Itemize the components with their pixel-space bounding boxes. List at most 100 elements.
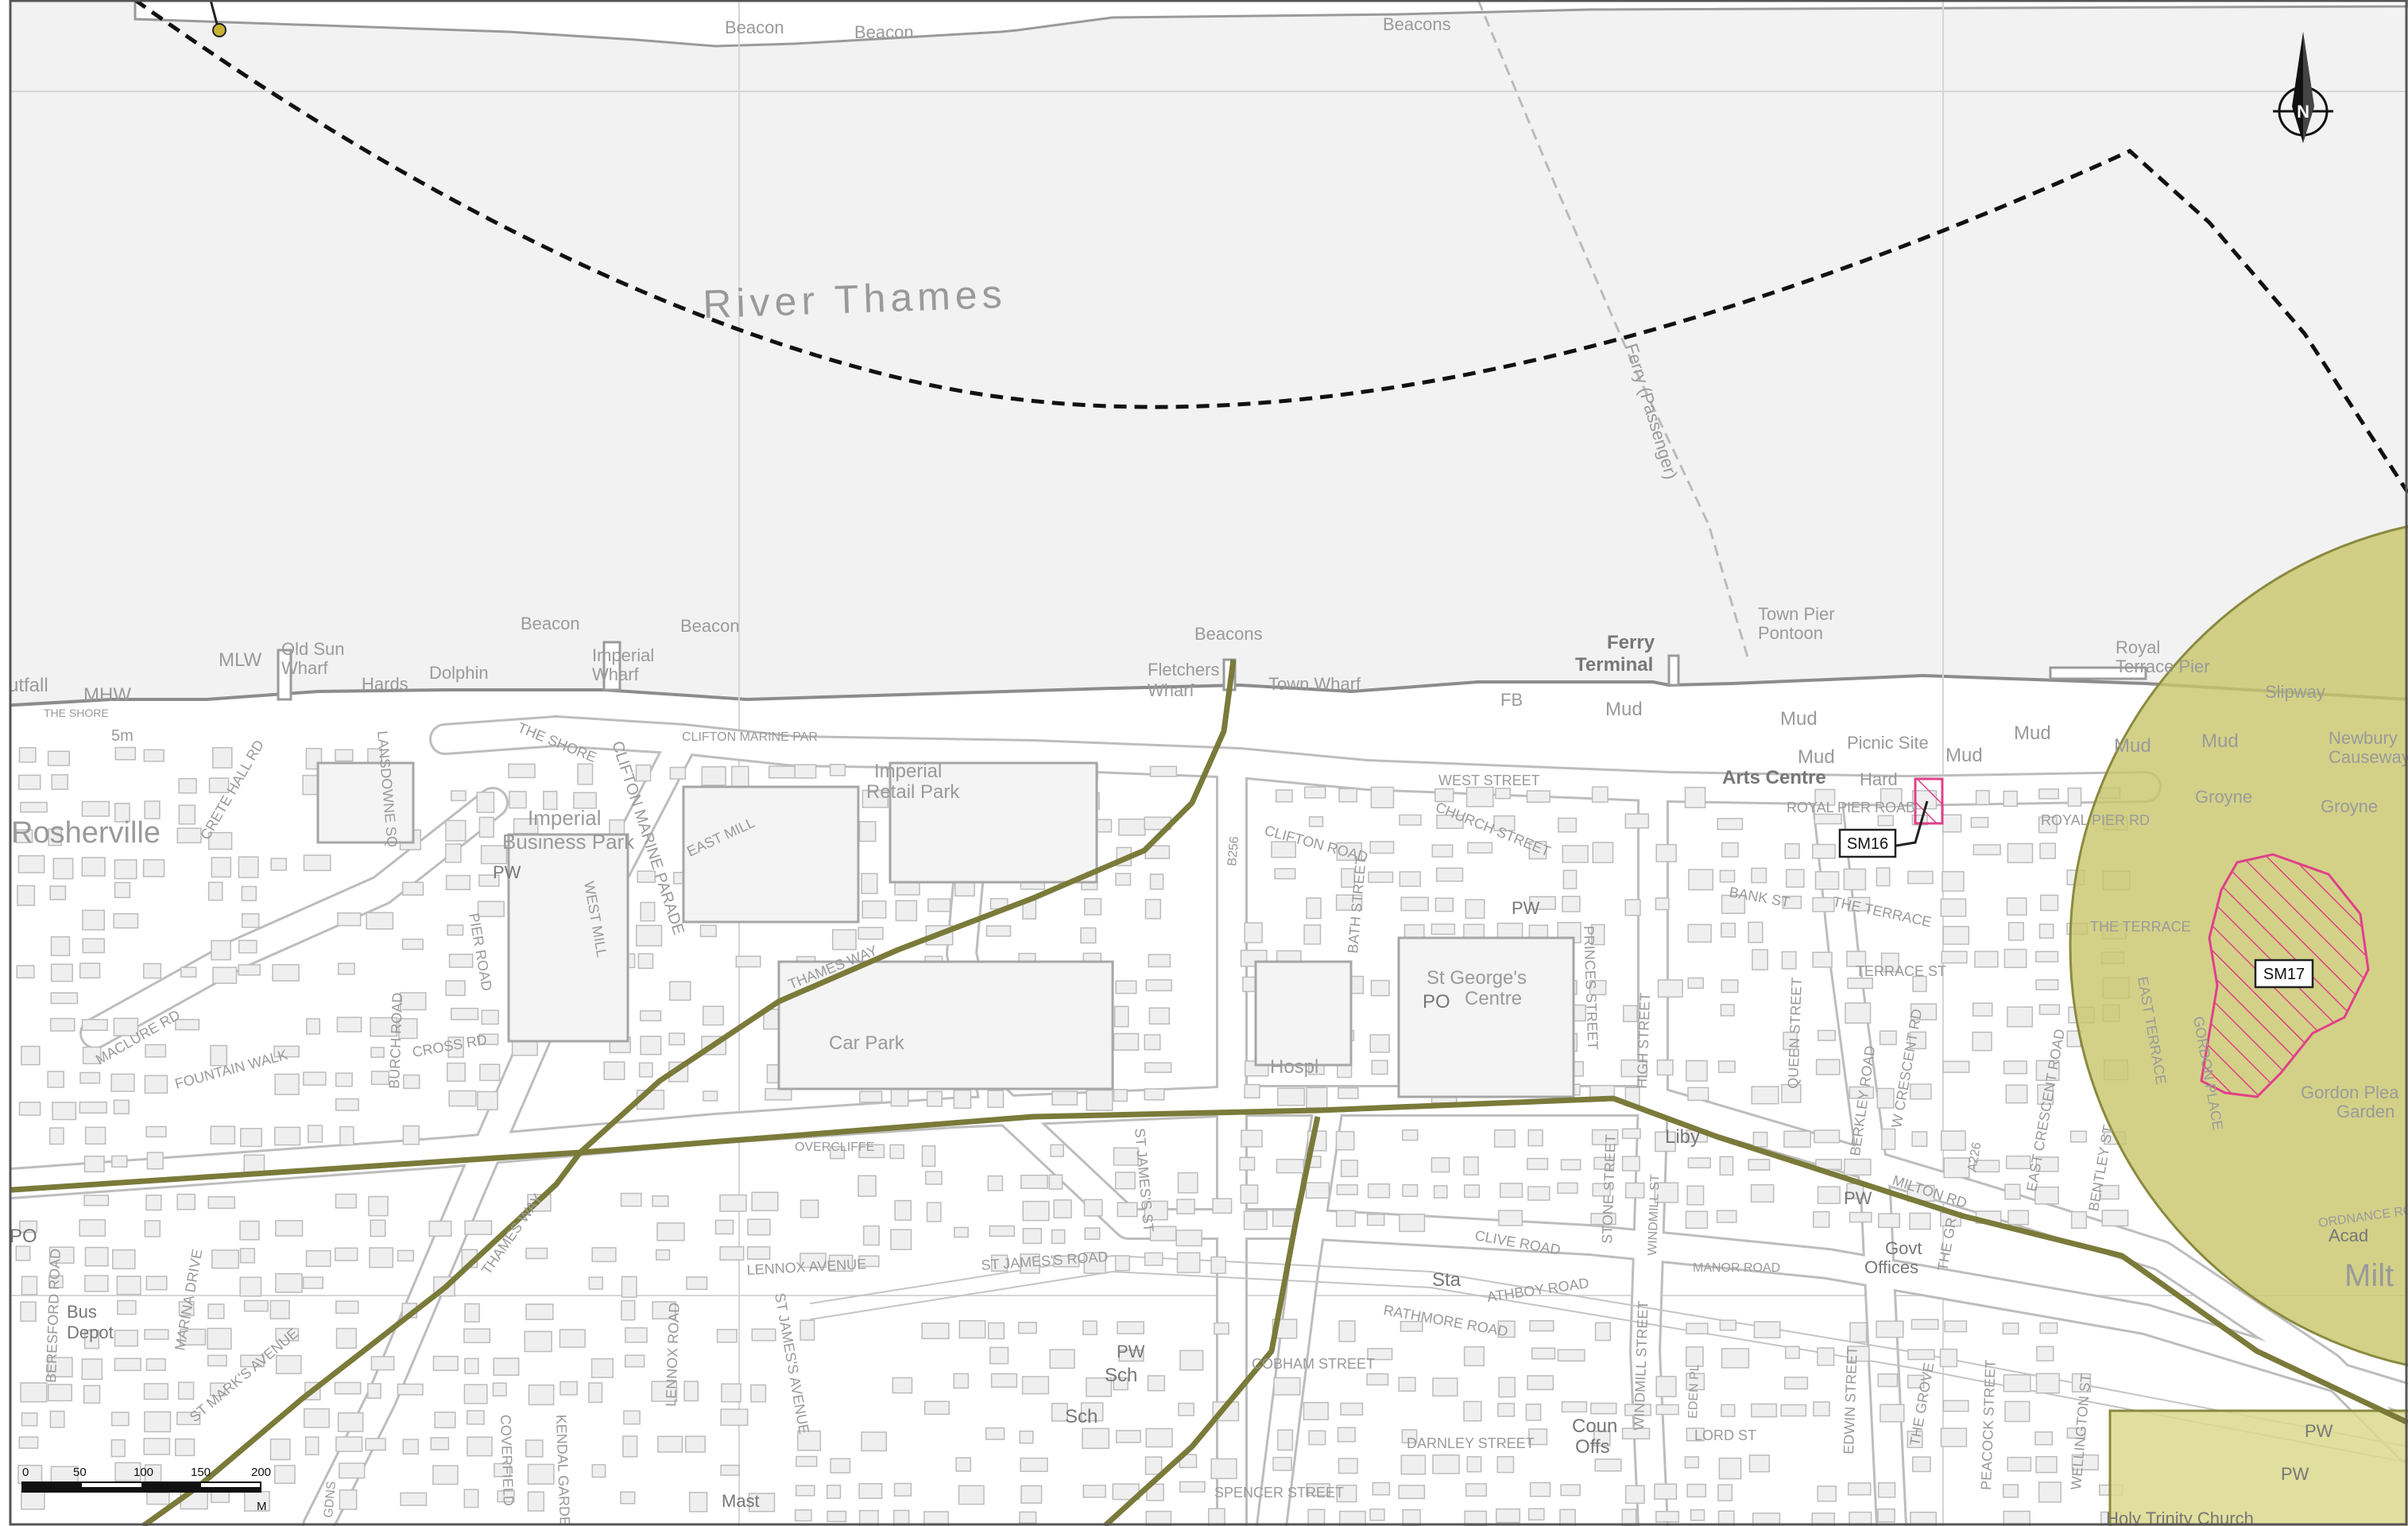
building bbox=[79, 962, 101, 979]
building bbox=[1179, 1350, 1204, 1371]
building bbox=[1210, 1458, 1237, 1480]
building bbox=[445, 980, 466, 997]
north-label: N bbox=[2297, 102, 2309, 122]
building bbox=[48, 1246, 75, 1264]
building bbox=[1525, 1403, 1542, 1421]
building bbox=[2004, 1183, 2021, 1200]
building bbox=[1115, 873, 1132, 886]
building bbox=[1341, 868, 1355, 888]
building bbox=[1657, 979, 1683, 998]
building bbox=[476, 792, 495, 813]
building bbox=[1690, 1509, 1705, 1521]
label-ferry-terminal-1: Ferry bbox=[1607, 632, 1655, 653]
building bbox=[1811, 1512, 1835, 1526]
building bbox=[858, 1144, 885, 1159]
building bbox=[1719, 1319, 1737, 1331]
building bbox=[335, 1247, 358, 1261]
scale-tick-150: 150 bbox=[191, 1466, 211, 1479]
building bbox=[1082, 1320, 1098, 1335]
building bbox=[1782, 895, 1802, 909]
sm16-callout-box bbox=[1838, 828, 1897, 858]
label-pw-3: PW bbox=[1844, 1188, 1872, 1208]
building bbox=[1687, 1157, 1711, 1169]
building bbox=[238, 856, 259, 878]
building bbox=[1019, 1511, 1037, 1524]
label-old-sun-2: Wharf bbox=[281, 658, 329, 678]
building bbox=[2071, 1373, 2091, 1392]
label-hard: Hard bbox=[1860, 769, 1898, 789]
building bbox=[18, 1102, 41, 1116]
building bbox=[1590, 924, 1605, 946]
building bbox=[1589, 979, 1607, 996]
building bbox=[1940, 1130, 1966, 1151]
building bbox=[83, 1195, 110, 1206]
label-irp-1: Imperial bbox=[874, 761, 942, 782]
building bbox=[858, 1175, 877, 1197]
label-kendal-gardens: KENDAL GARDENS bbox=[553, 1414, 574, 1526]
building bbox=[432, 1465, 459, 1485]
building bbox=[494, 1462, 511, 1478]
label-royal-terrace-pier-1: Royal bbox=[2116, 637, 2160, 657]
building bbox=[1144, 1088, 1165, 1101]
building bbox=[1114, 1255, 1130, 1272]
building bbox=[402, 1125, 420, 1145]
building bbox=[492, 1382, 507, 1396]
building bbox=[1814, 788, 1836, 806]
building bbox=[21, 1412, 38, 1427]
building bbox=[447, 1036, 464, 1058]
building bbox=[1752, 1131, 1768, 1148]
building bbox=[366, 912, 394, 930]
label-the-terrace-2: THE TERRACE bbox=[2090, 919, 2191, 935]
building bbox=[799, 1199, 819, 1218]
building bbox=[1463, 1400, 1482, 1422]
building bbox=[1084, 1227, 1101, 1240]
building bbox=[477, 1090, 498, 1110]
building bbox=[1117, 1321, 1144, 1334]
building bbox=[275, 1354, 302, 1375]
building bbox=[272, 964, 300, 982]
label-royal-pier-rd: ROYAL PIER RD bbox=[2041, 812, 2150, 828]
building bbox=[831, 929, 857, 951]
building bbox=[1877, 1373, 1899, 1388]
label-beacons-top: Beacons bbox=[1383, 14, 1451, 34]
building bbox=[1148, 1007, 1171, 1025]
building bbox=[1847, 897, 1871, 912]
building bbox=[1975, 789, 1990, 805]
building bbox=[799, 1253, 827, 1268]
sm17-callout-box bbox=[2254, 959, 2314, 989]
label-bus-depot-1: Bus bbox=[67, 1302, 97, 1322]
building bbox=[1369, 841, 1395, 854]
building bbox=[989, 1225, 1016, 1237]
building bbox=[1943, 1157, 1970, 1179]
building bbox=[269, 1299, 290, 1319]
building bbox=[447, 924, 464, 936]
building bbox=[890, 1229, 912, 1250]
label-po-1: PO bbox=[1423, 991, 1450, 1013]
building bbox=[1178, 1402, 1194, 1416]
label-fb: FB bbox=[1500, 690, 1523, 710]
building bbox=[1050, 1144, 1064, 1157]
building bbox=[1528, 841, 1547, 860]
building bbox=[1051, 1403, 1068, 1422]
label-lennox-road: LENNOX ROAD bbox=[663, 1302, 683, 1407]
building bbox=[2035, 1059, 2060, 1082]
building bbox=[48, 828, 62, 846]
building bbox=[889, 1144, 904, 1160]
building bbox=[1493, 815, 1516, 831]
building bbox=[1400, 897, 1429, 912]
building bbox=[987, 1322, 1005, 1340]
building bbox=[464, 1358, 479, 1374]
label-arts-centre: Arts Centre bbox=[1722, 767, 1826, 788]
building bbox=[1336, 1484, 1357, 1503]
label-newbury-2: Causeway bbox=[2329, 747, 2408, 767]
building bbox=[588, 1382, 603, 1404]
building bbox=[1594, 1458, 1622, 1472]
sm16-area[interactable] bbox=[1914, 777, 1944, 825]
building bbox=[1686, 1483, 1707, 1498]
building bbox=[987, 1175, 1004, 1191]
label-burch-road: BURCH ROAD bbox=[386, 992, 405, 1089]
building bbox=[1307, 1509, 1326, 1526]
building bbox=[1942, 814, 1962, 833]
label-mast: Mast bbox=[722, 1491, 760, 1511]
